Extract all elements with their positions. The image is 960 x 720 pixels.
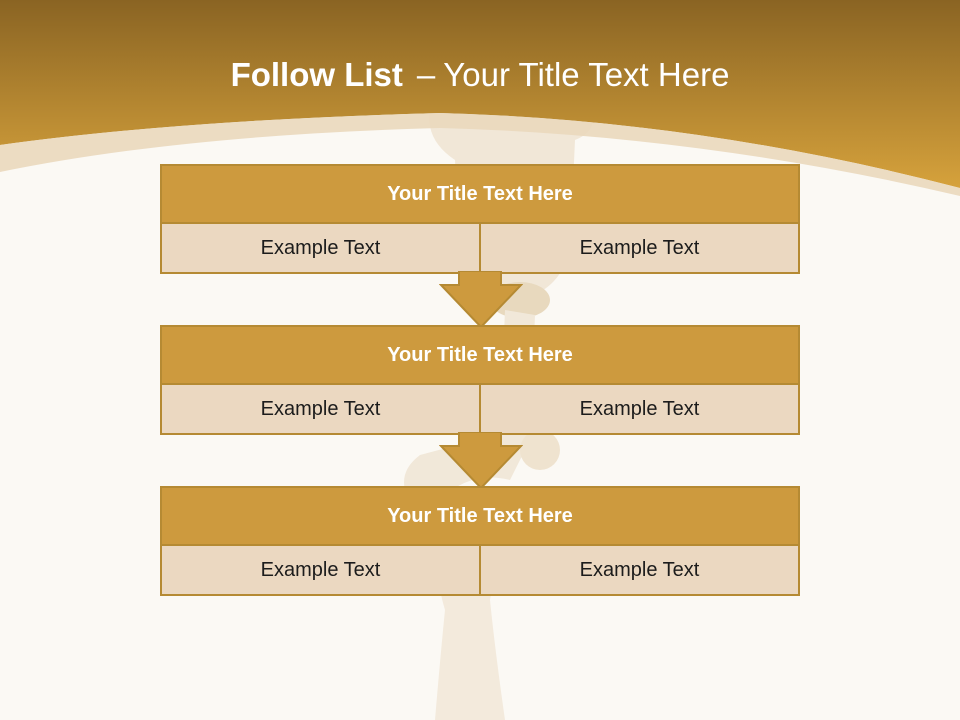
step-box-1: Your Title Text Here Example Text Exampl…	[160, 164, 800, 274]
slide-title-rest: Your Title Text Here	[443, 56, 730, 93]
step-cell-right: Example Text	[479, 546, 798, 594]
down-arrow-icon	[439, 432, 523, 490]
step-title: Your Title Text Here	[162, 327, 798, 385]
step-row: Example Text Example Text	[162, 546, 798, 594]
step-box-3: Your Title Text Here Example Text Exampl…	[160, 486, 800, 596]
step-title: Your Title Text Here	[162, 166, 798, 224]
step-box-2: Your Title Text Here Example Text Exampl…	[160, 325, 800, 435]
step-row: Example Text Example Text	[162, 385, 798, 433]
step-title: Your Title Text Here	[162, 488, 798, 546]
step-cell-left: Example Text	[260, 397, 381, 420]
step-cell-left: Example Text	[260, 558, 381, 581]
step-cell-left: Example Text	[260, 236, 381, 259]
header-curve-highlight	[0, 113, 960, 196]
step-cell-right: Example Text	[479, 385, 798, 433]
step-cell-right: Example Text	[479, 224, 798, 272]
down-arrow-icon	[439, 271, 523, 329]
slide-title-bold: Follow List	[230, 56, 403, 93]
slide-title: Follow List–Your Title Text Here	[0, 52, 960, 98]
header-band	[0, 0, 960, 188]
slide-title-separator: –	[416, 56, 436, 93]
step-row: Example Text Example Text	[162, 224, 798, 272]
